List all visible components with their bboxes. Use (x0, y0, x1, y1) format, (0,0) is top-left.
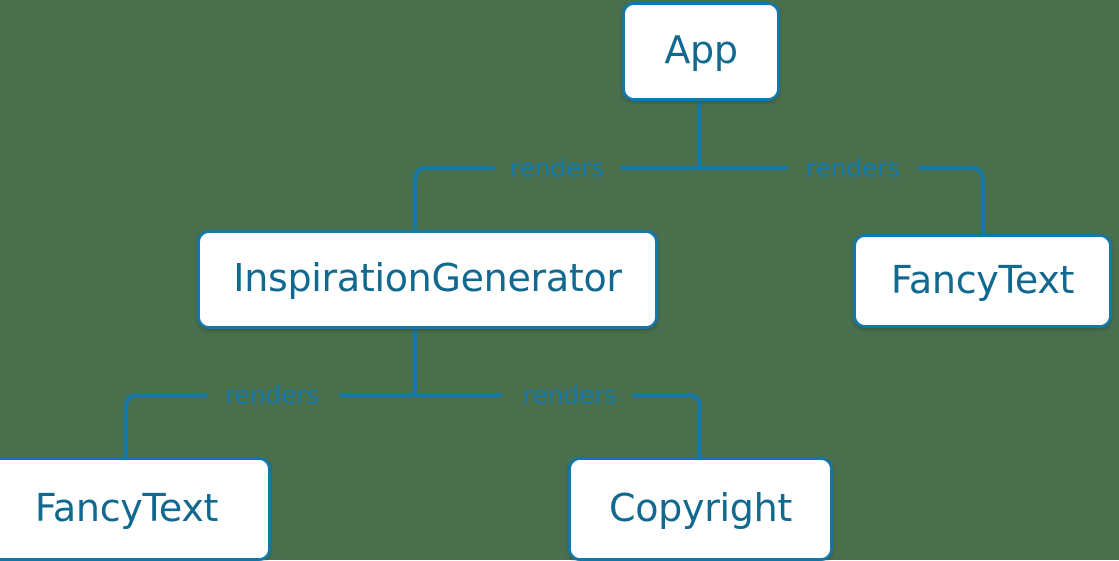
node-inspiration-generator[interactable]: InspirationGenerator (197, 230, 658, 329)
edge-ig-to-fancytext-left (124, 393, 208, 459)
node-inspiration-generator-label: InspirationGenerator (233, 256, 622, 300)
node-fancytext-bottom-label: FancyText (34, 485, 219, 530)
node-fancytext-bottom[interactable]: FancyText (0, 457, 271, 561)
node-app-label: App (664, 28, 738, 72)
edge-label-ig-to-copyright: renders (522, 380, 618, 410)
node-fancytext-right[interactable]: FancyText (853, 234, 1112, 328)
edge-ig-to-copyright-right (632, 393, 702, 459)
node-app[interactable]: App (622, 2, 780, 101)
edge-label-ig-to-fancytext: renders (224, 380, 320, 410)
edge-app-to-fancytext-right (918, 166, 985, 236)
node-copyright-label: Copyright (609, 485, 792, 530)
edge-label-app-to-fancytext: renders (805, 153, 901, 183)
edge-app-to-inspirationgenerator-left (413, 166, 495, 232)
node-fancytext-right-label: FancyText (890, 257, 1075, 302)
edge-label-app-to-inspirationgenerator: renders (509, 153, 605, 183)
node-copyright[interactable]: Copyright (568, 457, 833, 561)
